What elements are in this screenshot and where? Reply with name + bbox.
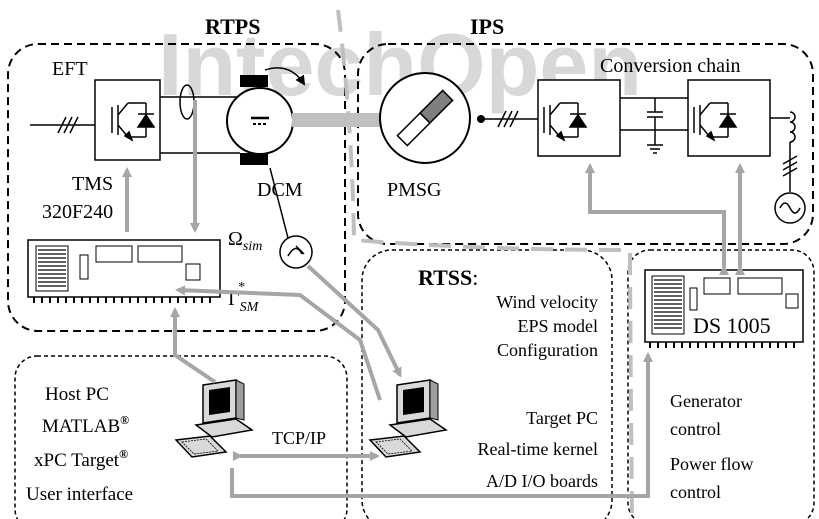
rtss-region <box>361 249 613 519</box>
arrow-speed-to-target <box>306 264 402 378</box>
tms-component <box>95 245 133 263</box>
target-computer-icon <box>368 379 448 458</box>
gamma-label: ΓSM* <box>228 280 260 315</box>
tms-component <box>185 263 201 281</box>
rtss-title: RTSS: <box>418 265 478 290</box>
ds1005-label: DS 1005 <box>693 313 771 338</box>
subsystem-boundary <box>336 9 634 519</box>
arrow-torque-reference <box>175 285 382 401</box>
speed-sensor-icon <box>287 245 305 257</box>
eft-label: EFT <box>52 58 88 80</box>
ds1005-chip-pins <box>654 279 682 329</box>
target-line-1: Target PC <box>526 408 598 428</box>
rtps-title: RTPS <box>205 14 260 39</box>
dcm-label: DCM <box>257 179 303 201</box>
arrow-ds1005-rectifier <box>585 163 729 275</box>
host-region <box>14 355 348 519</box>
host-computer-icon <box>174 379 254 458</box>
tms-label-2: 320F240 <box>42 201 113 223</box>
rotation-arrow-icon <box>264 67 306 86</box>
tms-chip-pins <box>38 249 66 287</box>
tms-label-1: TMS <box>72 173 113 195</box>
tcpip-label: TCP/IP <box>272 428 326 448</box>
host-line-2: MATLAB® <box>42 413 129 437</box>
eft-converter <box>94 79 161 161</box>
ds1005-component <box>737 277 783 295</box>
capacitor-icon <box>647 98 663 154</box>
target-line-3: A/D I/O boards <box>486 471 598 491</box>
ds1005-component <box>703 277 731 295</box>
dcm-motor <box>226 87 294 155</box>
igbt-icon <box>543 102 588 142</box>
mechanical-shaft <box>292 113 384 127</box>
inductor-icon <box>789 111 796 143</box>
ips-title: IPS <box>470 14 504 39</box>
rtss-line-2: EPS model <box>517 316 598 336</box>
speed-sensor <box>279 235 313 269</box>
rtss-line-1: Wind velocity <box>496 292 598 312</box>
three-phase-mark-3 <box>782 155 798 177</box>
host-line-3: xPC Target® <box>34 447 128 471</box>
igbt-icon <box>111 102 156 142</box>
host-line-1: Host PC <box>45 384 109 405</box>
arrow-host-to-ds1005 <box>230 352 653 498</box>
igbt-icon <box>693 102 738 142</box>
ds1005-chip <box>651 275 685 335</box>
dspace-line-3: Power flow <box>670 454 754 474</box>
omega-label: Ωsim <box>228 228 262 254</box>
ds1005-component <box>785 293 799 309</box>
dcm-brush-top <box>240 75 268 87</box>
pmsg-label: PMSG <box>387 179 441 201</box>
three-phase-mark-2 <box>497 110 519 128</box>
dcm-brush-bottom <box>240 153 268 165</box>
target-line-2: Real-time kernel <box>478 439 598 459</box>
tms-component <box>137 245 183 263</box>
rtss-line-3: Configuration <box>497 340 598 360</box>
sine-wave-icon <box>779 202 801 214</box>
tms-edge-connector <box>33 297 211 303</box>
ds1005-edge-connector <box>649 342 795 348</box>
pmsg-rotor-icon <box>396 89 454 147</box>
conversion-chain-label: Conversion chain <box>600 55 741 77</box>
dspace-line-2: control <box>670 419 721 439</box>
host-line-4: User interface <box>26 484 133 505</box>
arrow-host-to-tms <box>170 307 217 384</box>
dspace-line-1: Generator <box>670 391 742 411</box>
tms-chip <box>35 245 69 292</box>
ds1005-component <box>689 287 698 311</box>
tms-component <box>79 254 89 280</box>
sensor-shaft-line <box>269 167 289 239</box>
dspace-line-4: control <box>670 482 721 502</box>
three-phase-mark <box>57 116 79 134</box>
